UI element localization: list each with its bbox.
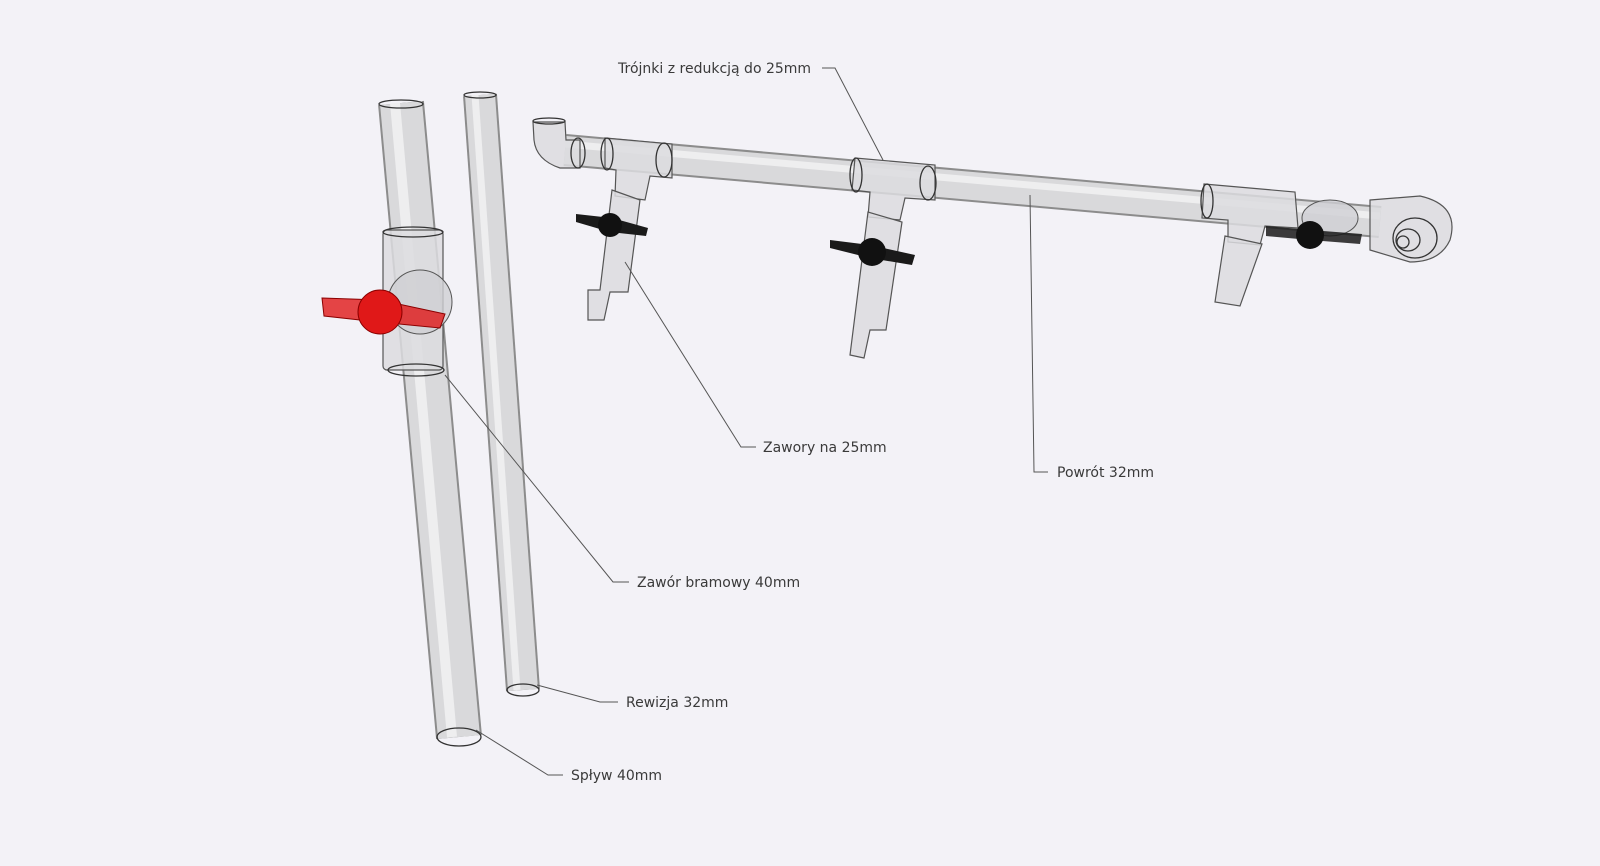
drain-pipe	[378, 99, 482, 747]
label-tees: Trójnki z redukcją do 25mm	[617, 61, 884, 161]
tee-3-with-valve	[1200, 183, 1362, 307]
gate-valve	[321, 226, 453, 377]
label-return: Powrót 32mm	[1029, 194, 1154, 481]
tee-2	[830, 157, 937, 359]
drain-label: Spływ 40mm	[571, 768, 662, 784]
label-inspection: Rewizja 32mm	[536, 684, 728, 711]
return-label: Powrót 32mm	[1057, 465, 1154, 481]
label-drain: Spływ 40mm	[475, 729, 662, 784]
tee-1	[576, 137, 673, 321]
tees-label: Trójnki z redukcją do 25mm	[617, 61, 811, 77]
valves-label: Zawory na 25mm	[763, 440, 887, 456]
gate-valve-label: Zawór bramowy 40mm	[637, 575, 800, 591]
inspection-pipe	[463, 91, 540, 697]
inspection-label: Rewizja 32mm	[626, 695, 728, 711]
label-gate-valve: Zawór bramowy 40mm	[444, 374, 800, 591]
label-valves: Zawory na 25mm	[624, 261, 887, 456]
